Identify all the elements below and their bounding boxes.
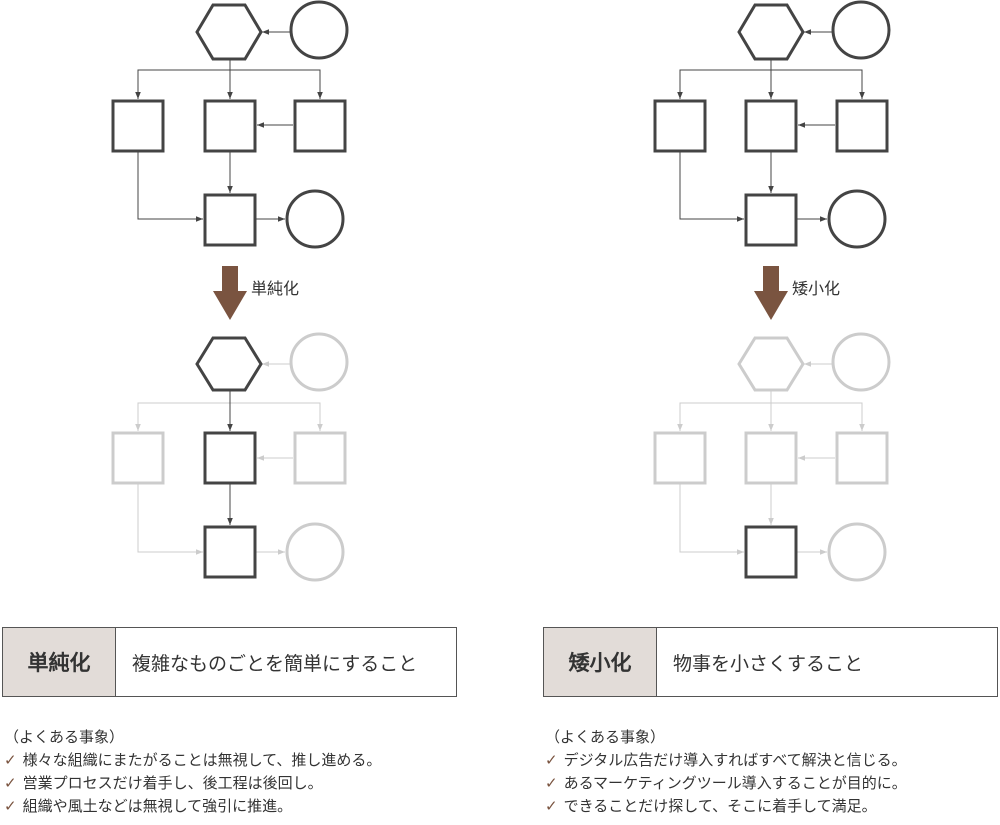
- left-examples: （よくある事象） ✓ 様々な組織にまたがることは無視して、推し進める。 ✓ 営業…: [4, 726, 381, 818]
- square-node: [744, 431, 798, 485]
- hexagon-node: [737, 336, 805, 392]
- square-node: [203, 431, 257, 485]
- right-examples: （よくある事象） ✓ デジタル広告だけ導入すればすべて解決と信じる。 ✓ あるマ…: [545, 726, 907, 818]
- example-text: できることだけ探して、そこに着手して満足。: [563, 797, 877, 815]
- circle-node: [289, 332, 349, 392]
- circle-node: [827, 189, 887, 249]
- circle-node: [289, 0, 349, 60]
- list-item: ✓ 様々な組織にまたがることは無視して、推し進める。: [4, 749, 381, 772]
- left-bottom-faded-nodes: [111, 332, 349, 582]
- square-node: [203, 99, 257, 153]
- hexagon-node: [195, 336, 263, 392]
- example-text: 様々な組織にまたがることは無視して、推し進める。: [22, 751, 382, 769]
- circle-node: [831, 332, 891, 392]
- right-examples-heading: （よくある事象）: [545, 728, 666, 746]
- left-definition-description: 複雑なものごとを簡単にすること: [132, 652, 418, 675]
- list-item: ✓ 営業プロセスだけ着手し、後工程は後回し。: [4, 772, 381, 795]
- circle-node: [827, 522, 887, 582]
- left-definition-box: 単純化 複雑なものごとを簡単にすること: [2, 627, 457, 697]
- check-icon: ✓: [545, 797, 558, 815]
- square-node: [744, 193, 798, 247]
- left-top-diagram: [111, 0, 349, 249]
- right-definition-term: 矮小化: [544, 628, 657, 696]
- left-top-connectors: [135, 29, 323, 222]
- square-node: [835, 99, 889, 153]
- hexagon-node: [737, 3, 805, 61]
- square-node: [203, 525, 257, 579]
- example-text: 組織や風土などは無視して強引に推進。: [22, 797, 293, 815]
- circle-node: [831, 0, 891, 60]
- left-down-arrow: [213, 266, 247, 320]
- left-arrow-label: 単純化: [251, 279, 300, 298]
- circle-node: [285, 189, 345, 249]
- right-down-arrow: [754, 266, 788, 320]
- check-icon: ✓: [545, 774, 558, 792]
- list-item: ✓ デジタル広告だけ導入すればすべて解決と信じる。: [545, 749, 907, 772]
- square-node: [293, 99, 347, 153]
- example-text: あるマーケティングツール導入することが目的に。: [563, 774, 907, 792]
- hexagon-node: [195, 3, 263, 61]
- list-item: ✓ できることだけ探して、そこに着手して満足。: [545, 795, 907, 818]
- square-node: [293, 431, 347, 485]
- right-definition-description: 物事を小さくすること: [673, 652, 864, 675]
- square-node: [203, 193, 257, 247]
- right-bottom-faded-nodes: [653, 332, 891, 582]
- left-examples-heading: （よくある事象）: [4, 728, 125, 746]
- right-arrow-label: 矮小化: [792, 279, 841, 298]
- right-definition-box: 矮小化 物事を小さくすること: [543, 627, 998, 697]
- check-icon: ✓: [4, 751, 17, 769]
- check-icon: ✓: [545, 751, 558, 769]
- check-icon: ✓: [4, 797, 17, 815]
- square-node: [111, 99, 165, 153]
- list-item: ✓ 組織や風土などは無視して強引に推進。: [4, 795, 381, 818]
- left-bottom-faded-connectors: [135, 361, 323, 555]
- right-bottom-dark-nodes: [744, 525, 798, 579]
- example-text: デジタル広告だけ導入すればすべて解決と信じる。: [563, 751, 907, 769]
- square-node: [744, 525, 798, 579]
- example-text: 営業プロセスだけ着手し、後工程は後回し。: [22, 774, 323, 792]
- right-bottom-faded-connectors: [677, 361, 865, 555]
- right-top-connectors: [677, 29, 865, 222]
- square-node: [653, 431, 707, 485]
- list-item: ✓ あるマーケティングツール導入することが目的に。: [545, 772, 907, 795]
- circle-node: [285, 522, 345, 582]
- square-node: [653, 99, 707, 153]
- check-icon: ✓: [4, 774, 17, 792]
- square-node: [744, 99, 798, 153]
- square-node: [835, 431, 889, 485]
- left-definition-term: 単純化: [3, 628, 116, 696]
- square-node: [111, 431, 165, 485]
- right-top-diagram: [653, 0, 891, 249]
- diagram-canvas: [111, 0, 891, 582]
- left-bottom-dark-nodes: [195, 336, 263, 579]
